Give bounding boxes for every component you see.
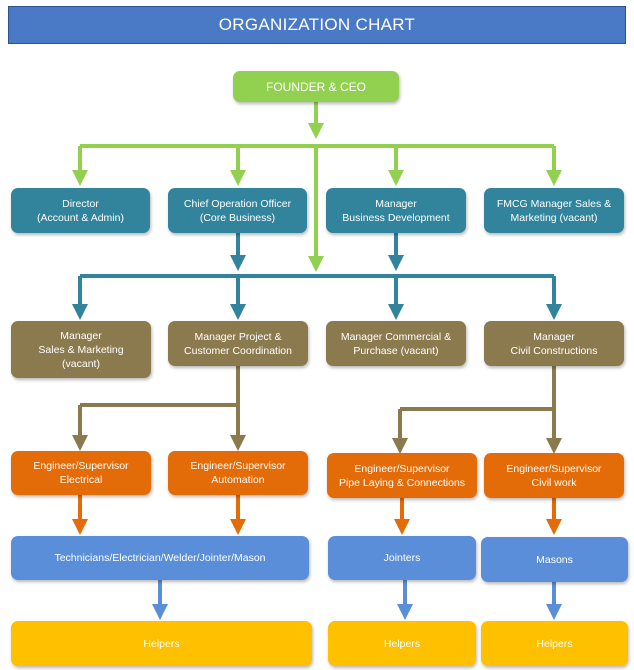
founder-ceo-box: FOUNDER & CEO <box>233 71 399 102</box>
ceo-connectors <box>72 102 562 272</box>
manager-connectors <box>72 366 562 454</box>
business-development-box: Manager Business Development <box>326 188 466 233</box>
manager-sales-marketing-box: Manager Sales & Marketing (vacant) <box>11 321 151 378</box>
manager-commercial-box: Manager Commercial & Purchase (vacant) <box>326 321 466 366</box>
helpers-box: Helpers <box>328 621 476 666</box>
jointers-box: Jointers <box>328 536 476 580</box>
engineer-civil-work-box: Engineer/Supervisor Civil work <box>484 453 624 498</box>
engineer-electrical-box: Engineer/Supervisor Electrical <box>11 451 151 495</box>
manager-project-box: Manager Project & Customer Coordination <box>168 321 308 366</box>
chart-title: ORGANIZATION CHART <box>8 6 626 44</box>
helpers-box: Helpers <box>11 621 312 666</box>
manager-civil-box: Manager Civil Constructions <box>484 321 624 366</box>
engineer-connectors <box>72 495 562 535</box>
worker-connectors <box>152 580 562 620</box>
coo-connectors <box>72 233 562 320</box>
engineer-pipe-laying-box: Engineer/Supervisor Pipe Laying & Connec… <box>327 453 477 498</box>
director-box: Director (Account & Admin) <box>11 188 150 233</box>
engineer-automation-box: Engineer/Supervisor Automation <box>168 451 308 495</box>
fmcg-manager-box: FMCG Manager Sales & Marketing (vacant) <box>484 188 624 233</box>
coo-box: Chief Operation Officer (Core Business) <box>168 188 307 233</box>
technicians-box: Technicians/Electrician/Welder/Jointer/M… <box>11 536 309 580</box>
helpers-box: Helpers <box>481 621 628 666</box>
masons-box: Masons <box>481 537 628 582</box>
